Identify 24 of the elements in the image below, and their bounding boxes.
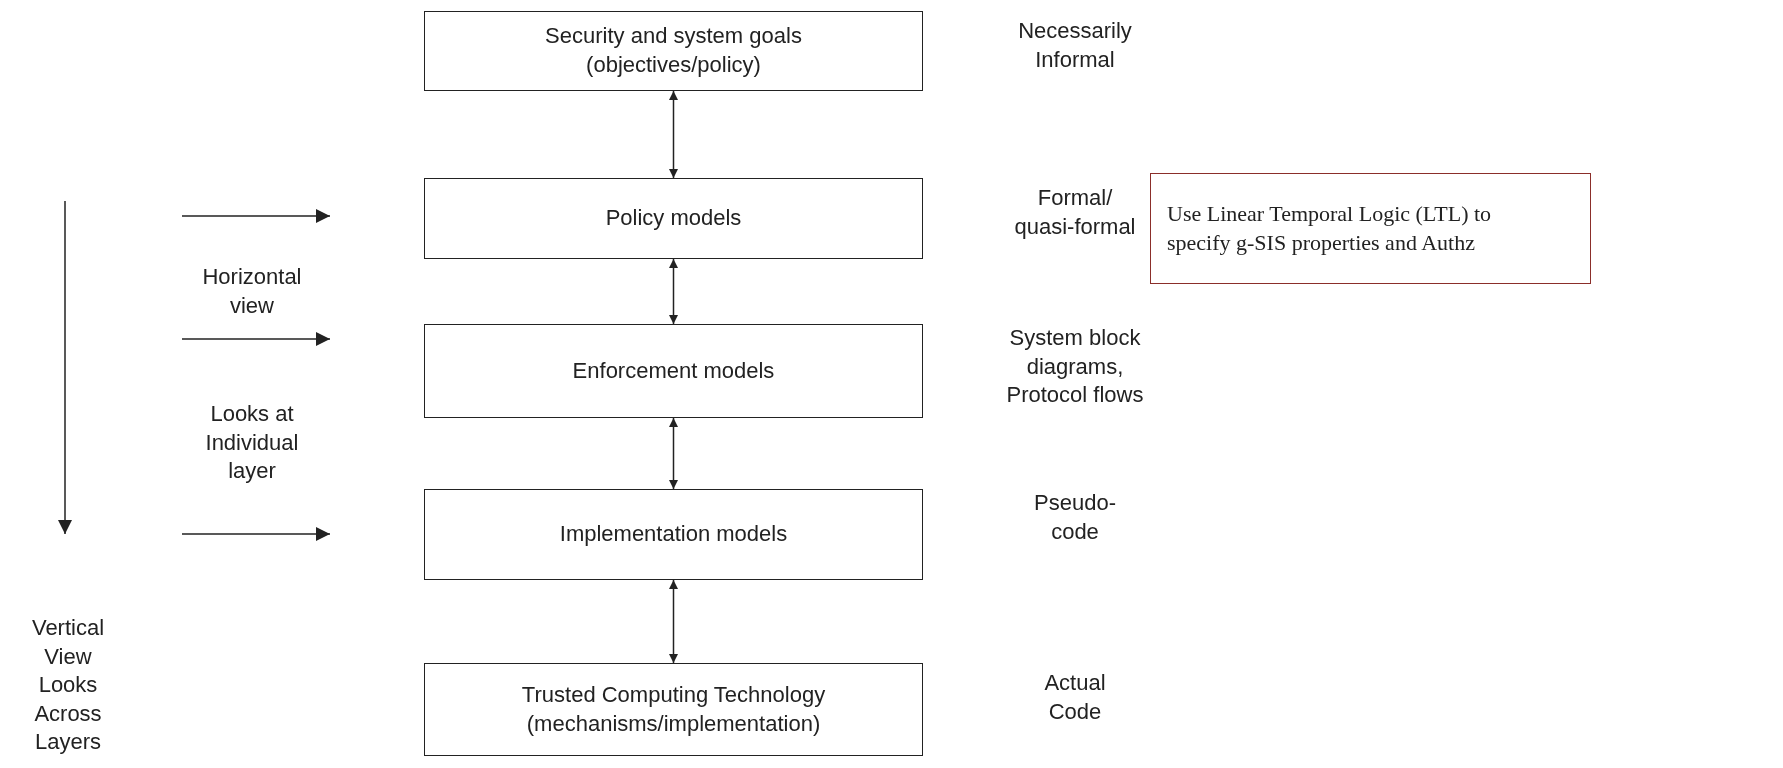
layer-annotation: Actual Code — [1043, 669, 1107, 726]
layer-box — [424, 489, 923, 580]
node-text: Security and system goals (objectives/policy) — [544, 22, 803, 79]
note-box — [1150, 173, 1591, 284]
view-label: Vertical View Looks Across Layers — [30, 614, 106, 757]
layer-box — [424, 178, 923, 259]
view-label: Looks at Individual layer — [204, 400, 300, 486]
layer-annotation: Necessarily Informal — [1017, 17, 1133, 74]
node-text: Use Linear Temporal Logic (LTL) to specify g-SIS properties and Authz — [1167, 199, 1493, 257]
layer-box — [424, 11, 923, 91]
double-arrow — [669, 258, 678, 325]
node-text: Trusted Computing Technology (mechanisms/implementation) — [520, 680, 827, 738]
node-text: Implementation models — [559, 520, 788, 549]
layer-annotation: Formal/ quasi-formal — [1013, 184, 1137, 241]
layer-annotation: System block diagrams, Protocol flows — [1005, 324, 1145, 410]
double-arrow — [669, 90, 678, 179]
double-arrow — [669, 579, 678, 664]
view-label: Horizontal view — [201, 263, 303, 320]
layer-box — [424, 324, 923, 418]
node-text: Policy models — [605, 204, 742, 233]
double-arrow — [669, 417, 678, 490]
layer-annotation: Pseudo-code — [1033, 489, 1117, 546]
layer-box — [424, 663, 923, 756]
node-text: Enforcement models — [572, 356, 775, 385]
